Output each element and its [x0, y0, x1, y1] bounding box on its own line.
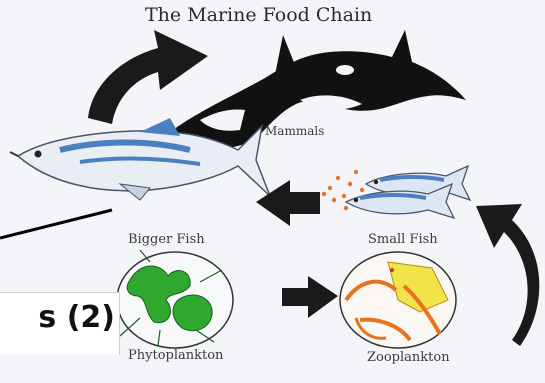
zooplankton-icon	[340, 252, 456, 348]
diagram-title: The Marine Food Chain	[145, 4, 372, 26]
label-small-fish: Small Fish	[368, 232, 438, 247]
label-zooplankton: Zooplankton	[367, 350, 450, 365]
label-phytoplankton: Phytoplankton	[128, 348, 223, 363]
label-mammals: Mammals	[265, 124, 324, 138]
label-bigger-fish: Bigger Fish	[128, 232, 205, 247]
overlay-text: s (2)	[0, 300, 119, 335]
